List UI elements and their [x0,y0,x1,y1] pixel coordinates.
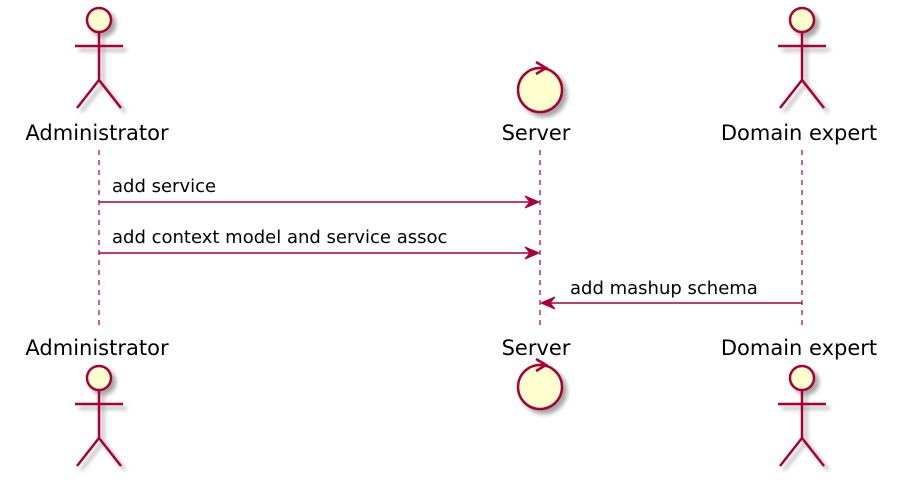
actor-figure-administrator-top [75,6,123,109]
actor-figure-domain-expert-top [778,6,826,109]
actor-figure-domain-expert-bottom [778,364,826,467]
control-icon-server-bottom [516,357,564,411]
message-label-add-service: add service [112,176,216,197]
participant-label-domain-expert-bottom: Domain expert [721,336,877,360]
participant-label-server-top: Server [502,121,571,145]
actor-figure-administrator-bottom [75,364,123,467]
arrowhead-add-service [524,195,541,209]
participant-label-domain-expert-top: Domain expert [721,121,877,145]
control-icon-server-top [516,60,564,114]
participant-label-administrator-bottom: Administrator [25,336,169,360]
message-label-add-context-model: add context model and service assoc [112,227,447,248]
arrowhead-add-mashup-schema [539,296,556,310]
participant-label-server-bottom: Server [502,336,571,360]
arrowhead-add-context-model [524,246,541,260]
message-label-add-mashup-schema: add mashup schema [570,278,758,299]
participant-label-administrator-top: Administrator [25,121,169,145]
